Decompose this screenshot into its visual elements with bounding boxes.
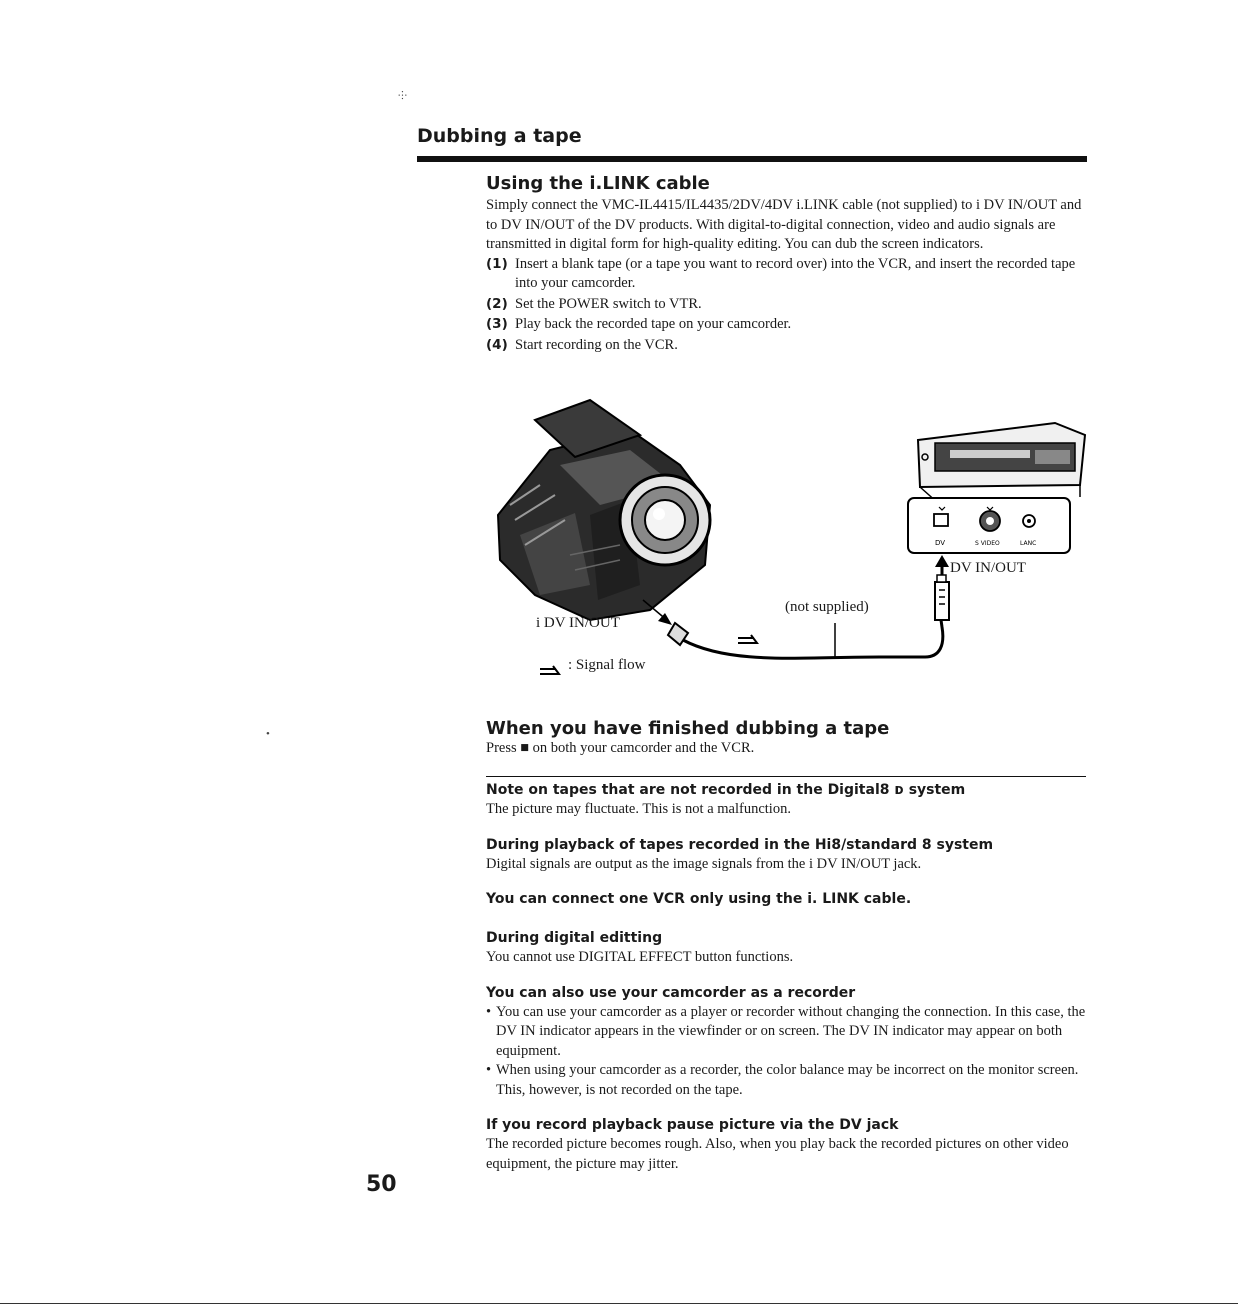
step-text: Insert a blank tape (or a tape you want … — [515, 255, 1076, 292]
panel-label-svideo: S VIDEO — [975, 540, 1000, 547]
step-number: (4) — [486, 336, 508, 353]
step-number: (1) — [486, 255, 508, 272]
step-item: (3) Play back the recorded tape on your c… — [486, 315, 1086, 335]
note-heading: You can also use your camcorder as a rec… — [486, 984, 856, 1001]
step-number: (2) — [486, 295, 508, 312]
note-heading: During playback of tapes recorded in the… — [486, 836, 994, 853]
panel-label-lanc: LANC — [1020, 540, 1036, 547]
scan-speck: ⸭ — [398, 90, 408, 102]
notes-rule — [486, 776, 1086, 777]
finished-heading: When you have finished dubbing a tape — [486, 718, 890, 739]
step-number: (3) — [486, 316, 508, 332]
signal-flow-arrow — [738, 634, 759, 644]
note-item: If you record playback pause picture via… — [486, 1116, 1086, 1174]
page-number: 50 — [366, 1172, 397, 1197]
step-text: Start recording on the VCR. — [515, 336, 678, 353]
note-item: You can also use your camcorder as a rec… — [486, 984, 1086, 1101]
step-text: Play back the recorded tape on your camc… — [515, 316, 792, 332]
ilink-section: Using the i.LINK cable Simply connect th… — [486, 173, 1086, 356]
note-item: During digital editting You cannot use D… — [486, 929, 1086, 968]
cable-label: (not supplied) — [785, 599, 869, 615]
vcr-connector-panel: DV S VIDEO LANC — [907, 497, 1071, 554]
notes-section: Note on tapes that are not recorded in t… — [486, 781, 1086, 1190]
note-text: You cannot use DIGITAL EFFECT button fun… — [486, 949, 794, 965]
finished-section: When you have finished dubbing a tape Pr… — [486, 718, 1086, 759]
note-text: Digital signals are output as the image … — [486, 855, 922, 872]
note-heading: You can connect one VCR only using the i… — [486, 891, 912, 907]
note-heading: If you record playback pause picture via… — [486, 1117, 899, 1133]
section-title-rule — [417, 156, 1087, 162]
note-item: During playback of tapes recorded in the… — [486, 836, 1086, 875]
note-text: The recorded picture becomes rough. Also… — [486, 1136, 1069, 1172]
signal-flow-legend: : Signal flow — [568, 657, 646, 673]
vcr-illustration — [916, 421, 1087, 504]
note-text: The picture may fluctuate. This is not a… — [486, 801, 791, 817]
panel-label-dv: DV — [935, 539, 945, 547]
connection-diagram: DV S VIDEO LANC i DV IN/OUT DV IN/OUT (n… — [480, 395, 1090, 690]
note-item: You can connect one VCR only using the i… — [486, 890, 1086, 909]
vcr-jack-label: DV IN/OUT — [950, 560, 1026, 576]
note-heading: Note on tapes that are not recorded in t… — [486, 782, 966, 798]
ilink-steps: (1) Insert a blank tape (or a tape you wa… — [486, 255, 1086, 356]
camcorder-jack-label: i DV IN/OUT — [536, 615, 620, 631]
step-text: Set the POWER switch to VTR. — [515, 295, 702, 312]
note-bullet: You can use your camcorder as a player o… — [486, 1003, 1086, 1062]
note-heading: During digital editting — [486, 930, 663, 946]
step-item: (4) Start recording on the VCR. — [486, 336, 1086, 356]
note-bullet: When using your camcorder as a recorder,… — [486, 1061, 1086, 1100]
step-item: (2) Set the POWER switch to VTR. — [486, 295, 1086, 315]
page-bottom-rule — [0, 1303, 1238, 1304]
legend-arrow — [540, 665, 561, 675]
connection-illustration: DV S VIDEO LANC — [496, 398, 1087, 675]
ilink-intro: Simply connect the VMC-IL4415/IL4435/2DV… — [486, 197, 1082, 252]
note-item: Note on tapes that are not recorded in t… — [486, 781, 1086, 820]
camcorder-illustration — [496, 398, 712, 622]
note-bullets: You can use your camcorder as a player o… — [486, 1003, 1086, 1101]
section-title: Dubbing a tape — [417, 125, 582, 147]
finished-text: Press ■ on both your camcorder and the V… — [486, 740, 755, 756]
ilink-heading: Using the i.LINK cable — [486, 173, 710, 194]
step-item: (1) Insert a blank tape (or a tape you wa… — [486, 255, 1086, 294]
scan-speck: • — [266, 728, 270, 740]
